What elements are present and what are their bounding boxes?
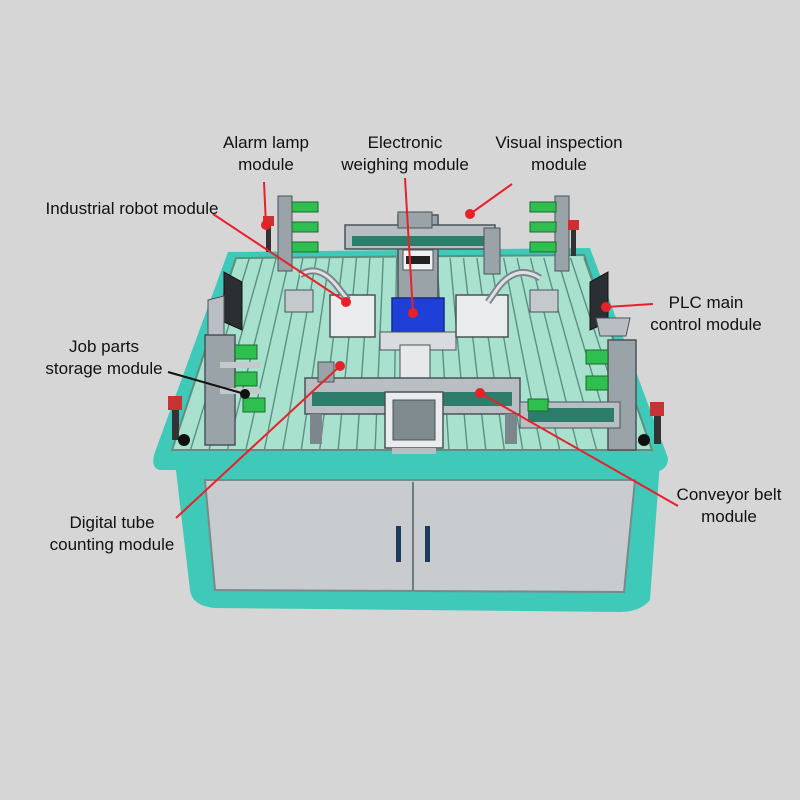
- storage-marker: [240, 389, 250, 399]
- weighing-platform: [391, 297, 445, 333]
- counter-display: [384, 391, 444, 454]
- alarm-lamp-marker: [261, 220, 271, 230]
- cabinet-left-handle: [396, 526, 401, 562]
- conveyor-leader: [479, 392, 679, 507]
- rail-stripe: [300, 257, 331, 451]
- rail-stripe: [462, 257, 487, 451]
- cabinet-right-handle: [425, 526, 430, 562]
- industrial-robot-leader: [212, 213, 347, 303]
- left-rear-storage: [277, 195, 319, 272]
- rail-stripe: [337, 257, 358, 451]
- alarm-lamp-leader: [263, 181, 267, 226]
- rail-stripe: [436, 257, 450, 451]
- cabinet-base: [175, 462, 660, 612]
- job-parts-storage: [204, 334, 266, 446]
- storage-leader: [167, 371, 246, 395]
- plc-leader: [605, 303, 654, 308]
- rail-stripe: [374, 257, 384, 451]
- left-robot: [284, 267, 376, 338]
- digital-tube-leader: [175, 365, 341, 519]
- weighing-marker: [408, 308, 418, 318]
- right-rear-storage: [529, 195, 570, 272]
- digital-tube-marker: [335, 361, 345, 371]
- rail-stripe: [245, 257, 291, 451]
- rail-stripe: [449, 257, 469, 451]
- industrial-robot-label: Industrial robot module: [45, 199, 219, 218]
- rear-conveyor: [344, 211, 501, 275]
- weighing-leader: [404, 177, 414, 314]
- visual-inspection-marker: [465, 209, 475, 219]
- rail-stripe: [476, 257, 506, 451]
- rail-stripe: [355, 257, 371, 451]
- markers: [240, 209, 611, 399]
- right-front-storage: [585, 339, 637, 451]
- front-alarm-lamps: [168, 396, 664, 446]
- visual-inspection-leader: [469, 183, 513, 215]
- conveyor-marker: [475, 388, 485, 398]
- plc-marker: [601, 302, 611, 312]
- right-robot: [455, 268, 559, 338]
- plc-panel: [589, 271, 631, 337]
- industrial-robot-marker: [341, 297, 351, 307]
- leader-lines: [167, 177, 679, 519]
